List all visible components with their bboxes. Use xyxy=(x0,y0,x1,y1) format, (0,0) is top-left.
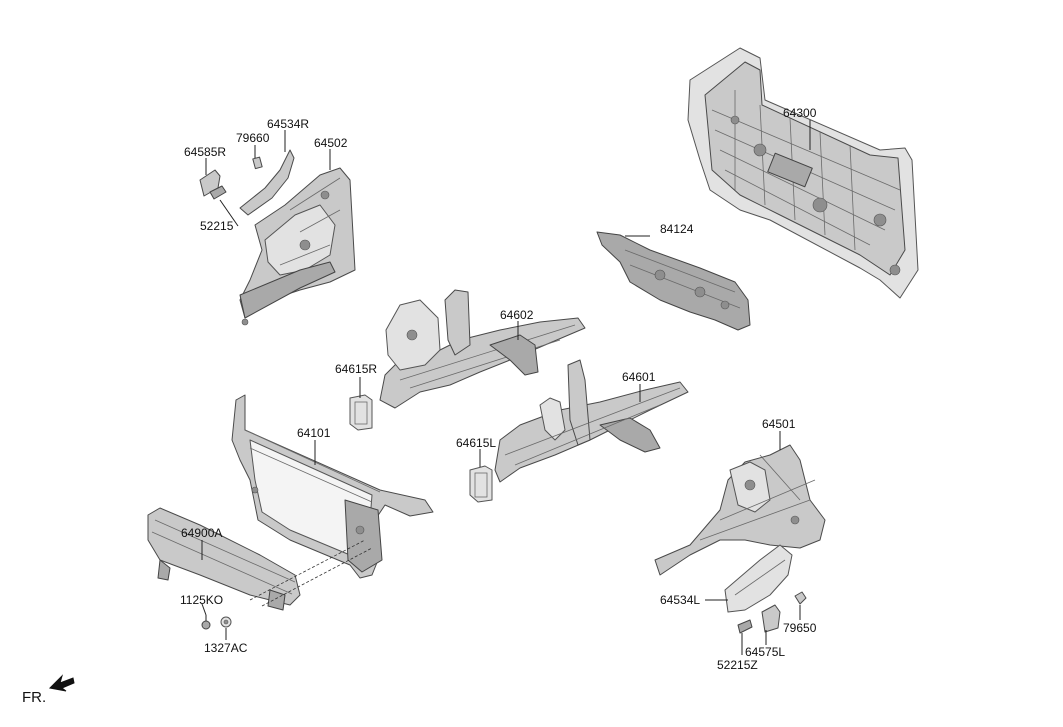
fender-member-rh-part xyxy=(239,149,295,216)
part-label-64602: 64602 xyxy=(500,308,534,322)
gusset-64615r-part xyxy=(349,394,373,431)
fender-apron-rh-part xyxy=(239,167,356,326)
part-label-64534r: 64534R xyxy=(267,117,309,131)
nut-1327ac-part xyxy=(220,616,232,628)
part-label-1327ac: 1327AC xyxy=(204,641,248,655)
part-label-79660: 79660 xyxy=(236,131,270,145)
bracket-52215-part xyxy=(209,185,227,200)
bracket-64575l-part xyxy=(761,604,781,633)
front-end-module-part xyxy=(231,394,434,579)
bumper-beam-part xyxy=(147,507,301,611)
side-member-lh-part xyxy=(494,359,689,483)
part-label-64534l: 64534L xyxy=(660,593,700,607)
part-label-64300: 64300 xyxy=(783,106,817,120)
gusset-64615l-part xyxy=(469,465,493,503)
bolt-1125ko-part xyxy=(201,615,211,630)
part-label-64601: 64601 xyxy=(622,370,656,384)
part-label-52215: 52215 xyxy=(200,219,234,233)
bracket-79650-part xyxy=(794,591,807,605)
part-label-64575l: 64575L xyxy=(745,645,785,659)
part-label-84124: 84124 xyxy=(660,222,694,236)
direction-indicator: FR. xyxy=(22,674,75,706)
direction-label: FR. xyxy=(22,689,46,706)
bracket-79660-part xyxy=(252,156,263,170)
dash-panel-part xyxy=(687,47,919,299)
part-label-52215z: 52215Z xyxy=(717,658,758,672)
part-label-64900a: 64900A xyxy=(181,526,222,540)
leader-lines xyxy=(201,120,811,655)
dash-insulator-part xyxy=(596,231,751,331)
part-label-79650: 79650 xyxy=(783,621,817,635)
part-label-64615r: 64615R xyxy=(335,362,377,376)
bracket-52215z-part xyxy=(737,619,753,634)
arrow-left-down-icon xyxy=(48,674,75,692)
part-label-64502: 64502 xyxy=(314,136,348,150)
part-label-1125ko: 1125KO xyxy=(180,593,223,607)
fender-apron-lh-part xyxy=(654,444,826,576)
part-label-64101: 64101 xyxy=(297,426,331,440)
part-label-64615l: 64615L xyxy=(456,436,496,450)
fender-member-lh-part xyxy=(724,544,793,613)
part-label-64501: 64501 xyxy=(762,417,796,431)
side-member-rh-part xyxy=(379,289,586,409)
part-label-64585r: 64585R xyxy=(184,145,226,159)
